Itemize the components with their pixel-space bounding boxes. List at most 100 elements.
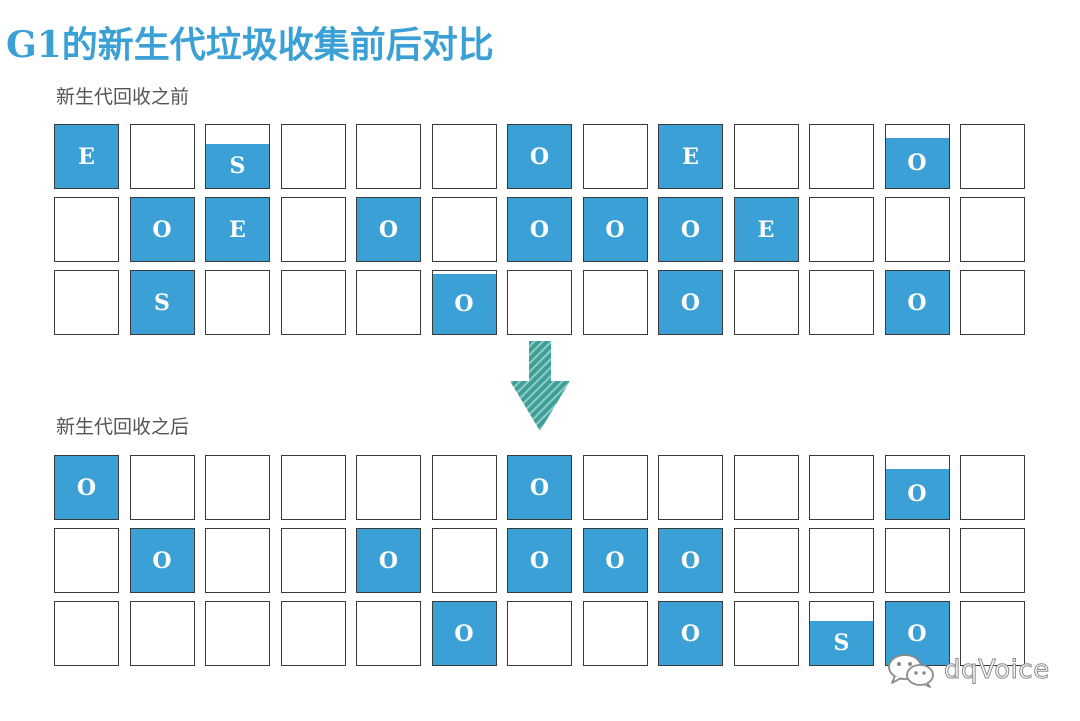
region-fill: [659, 602, 722, 665]
region-fill: [885, 602, 949, 665]
region-cell: [582, 601, 648, 666]
region-cell: [960, 270, 1025, 335]
region-cell: [356, 270, 421, 335]
region-cell: [507, 270, 572, 335]
region-type-label: O: [907, 620, 927, 647]
region-cell: E: [733, 197, 799, 262]
region-fill: [55, 125, 118, 188]
page-title: G1的新生代垃圾收集前后对比: [6, 24, 494, 66]
region-cell: S: [809, 601, 874, 666]
region-type-label: O: [76, 474, 97, 501]
region-cell: [205, 528, 270, 593]
region-cell: O: [658, 270, 723, 335]
region-type-label: O: [680, 216, 701, 243]
after-section-label: 新生代回收之后: [56, 416, 190, 438]
region-cell: [809, 197, 874, 262]
region-type-label: O: [454, 291, 474, 318]
region-cell: O: [582, 197, 648, 262]
region-cell: [431, 528, 497, 593]
region-cell: [733, 270, 799, 335]
region-cell: [129, 601, 195, 666]
region-fill: [357, 529, 420, 592]
region-cell: E: [205, 197, 270, 262]
region-cell: O: [507, 455, 572, 520]
region-cell: [205, 270, 270, 335]
region-fill: [583, 198, 647, 261]
region-fill: [508, 198, 571, 261]
region-type-label: O: [529, 216, 550, 243]
region-cell: O: [884, 124, 950, 189]
region-cell: [507, 601, 572, 666]
region-fill: [130, 198, 194, 261]
region-fill: [810, 620, 873, 665]
region-cell: O: [129, 528, 195, 593]
region-cell: O: [54, 455, 119, 520]
region-fill: [885, 468, 949, 519]
region-cell: S: [129, 270, 195, 335]
region-fill: [432, 274, 496, 334]
region-fill: [508, 529, 571, 592]
region-cell: O: [658, 601, 723, 666]
region-cell: [54, 270, 119, 335]
region-cell: O: [884, 455, 950, 520]
region-fill: [357, 198, 420, 261]
region-cell: [280, 197, 346, 262]
region-cell: [733, 528, 799, 593]
region-cell: [960, 528, 1025, 593]
region-cell: [733, 455, 799, 520]
region-type-label: O: [907, 480, 927, 507]
region-cell: O: [884, 601, 950, 666]
region-fill: [508, 125, 571, 188]
region-cell: [809, 124, 874, 189]
region-cell: O: [582, 528, 648, 593]
region-cell: E: [54, 124, 119, 189]
watermark-text: dqVoice: [944, 655, 1050, 686]
region-fill: [130, 529, 194, 592]
region-fill: [659, 198, 722, 261]
region-cell: [356, 124, 421, 189]
region-cell: [129, 455, 195, 520]
region-type-label: O: [605, 216, 625, 243]
region-cell: O: [658, 197, 723, 262]
region-fill: [885, 137, 949, 188]
region-cell: [54, 601, 119, 666]
region-cell: O: [507, 197, 572, 262]
region-fill: [659, 125, 722, 188]
region-cell: [54, 197, 119, 262]
region-type-label: O: [907, 149, 927, 176]
region-type-label: O: [378, 216, 399, 243]
region-cell: [280, 455, 346, 520]
region-fill: [659, 271, 722, 334]
region-cell: [960, 455, 1025, 520]
region-cell: [205, 455, 270, 520]
before-section-label: 新生代回收之前: [56, 86, 190, 108]
region-cell: O: [356, 197, 421, 262]
region-type-label: O: [529, 474, 550, 501]
region-cell: O: [431, 601, 497, 666]
region-cell: [356, 601, 421, 666]
region-cell: [960, 124, 1025, 189]
region-cell: [205, 601, 270, 666]
region-cell: [356, 455, 421, 520]
region-type-label: S: [833, 629, 850, 656]
region-fill: [885, 271, 949, 334]
region-type-label: O: [529, 547, 550, 574]
region-cell: E: [658, 124, 723, 189]
region-cell: [582, 270, 648, 335]
region-type-label: O: [605, 547, 625, 574]
region-fill: [432, 602, 496, 665]
hatched-down-arrow-icon: [510, 341, 570, 431]
region-cell: [658, 455, 723, 520]
region-type-label: O: [152, 547, 172, 574]
region-type-label: O: [680, 289, 701, 316]
region-cell: O: [507, 124, 572, 189]
region-cell: [582, 124, 648, 189]
region-fill: [206, 198, 269, 261]
region-fill: [130, 271, 194, 334]
region-type-label: O: [680, 620, 701, 647]
region-cell: O: [431, 270, 497, 335]
region-type-label: S: [229, 152, 246, 179]
region-cell: [809, 270, 874, 335]
region-type-label: S: [154, 289, 170, 316]
